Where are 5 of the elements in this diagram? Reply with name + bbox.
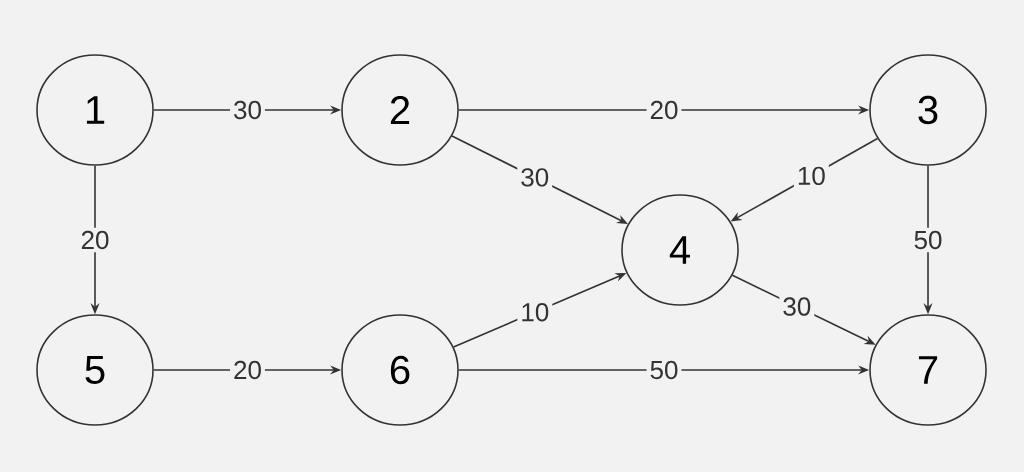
edge-label: 30 [517,165,553,190]
edge-label: 10 [517,300,553,325]
edge-label: 30 [779,294,815,319]
edge-label: 20 [230,357,265,383]
edge-label: 30 [230,97,265,123]
